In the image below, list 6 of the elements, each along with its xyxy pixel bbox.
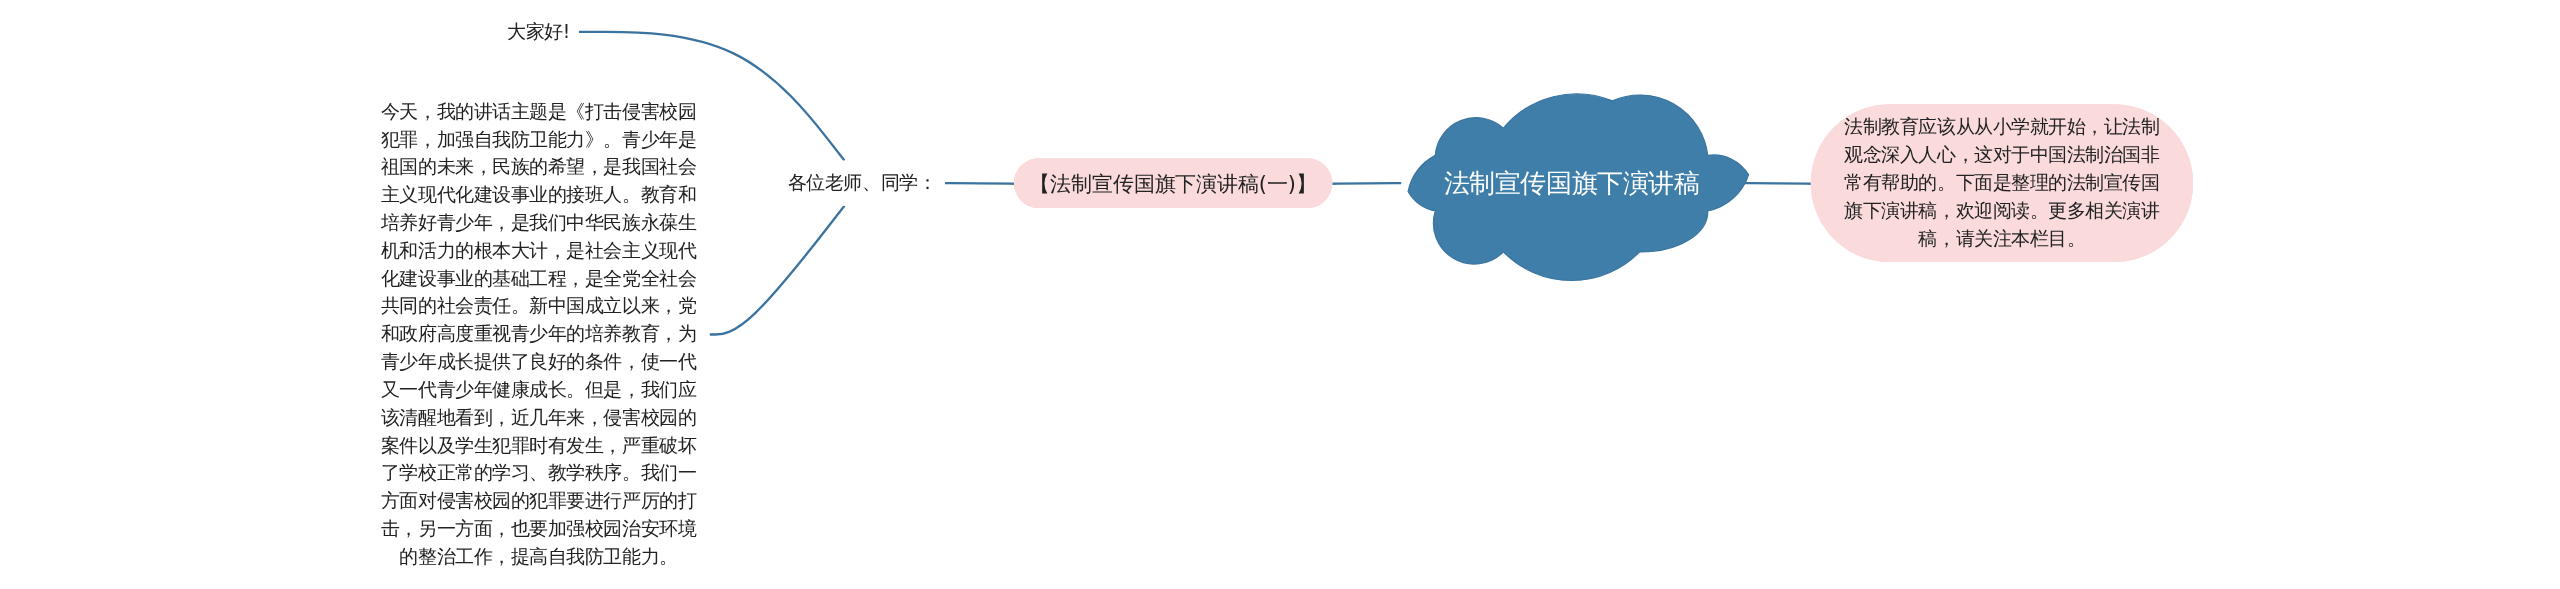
- node-text: 大家好!: [507, 20, 571, 43]
- connector: [1332, 182, 1402, 185]
- connector: [709, 205, 846, 336]
- connector: [578, 30, 846, 162]
- node-text: 今天，我的讲话主题是《打击侵害校园犯罪，加强自我防卫能力》。青少年是祖国的未来，民族的希望，是我国社会主义现代化建设事业的接班人。教育和培养好青少年，是我们中华民族永葆生机和活力的根本大计，是社会主义现代化建设事业的基础工程，是全党全社会共同的社会责任。新中国成立以来，党和政府高度重视青少年的培养教育，为青少年成长提供了良好的条件，使一代又一代青少年健康成长。但是，我们应该清醒地看到，近几年来，侵害校园的案件以及学生犯罪时有发生，严重破坏了学校正常的学习、教学秩序。我们一方面对侵害校园的犯罪要进行严厉的打击，另一方面，也要加强校园治安环境的整治工作，提高自我防卫能力。: [380, 100, 697, 568]
- node-text: 各位老师、同学：: [787, 171, 937, 194]
